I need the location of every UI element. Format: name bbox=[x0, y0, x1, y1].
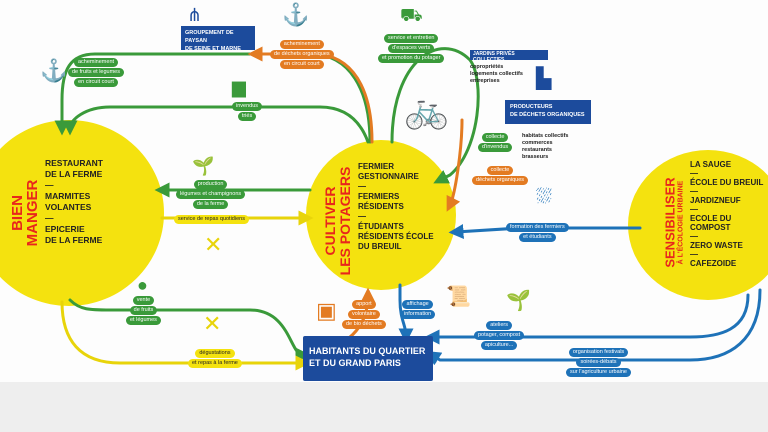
flow-yellow-degustations bbox=[60, 300, 311, 371]
circle-cultiver bbox=[306, 140, 456, 290]
flow-orange-collecte bbox=[446, 118, 464, 212]
anchor-icon: ⚓ bbox=[40, 58, 68, 83]
hand-sprout-icon: 🌱 bbox=[506, 290, 531, 312]
label-service-repas: service de repas quotidiens bbox=[174, 215, 249, 224]
flow-blue-festivals bbox=[425, 288, 762, 366]
flow-green-invendus bbox=[62, 105, 370, 144]
sensibiliser-actors: LA SAUGE—ÉCOLE DU BREUIL—JARDIZNEUF—ECOL… bbox=[690, 160, 764, 268]
flow-blue-affichage bbox=[398, 283, 414, 344]
scroll-icon: 📜 bbox=[446, 286, 471, 308]
gardener-watering-icon: ⛆ bbox=[536, 186, 552, 208]
flow-blue-ateliers bbox=[424, 293, 750, 345]
sprout-mushroom-icon: 🌱 bbox=[192, 156, 215, 176]
city-plant-icon: ▙ bbox=[536, 68, 552, 90]
cargo-bike-icon: 🚲 bbox=[404, 89, 449, 130]
fork-knife-icon: ✕ bbox=[203, 311, 222, 336]
apple-icon: ● bbox=[137, 275, 148, 295]
flow-green-loop bbox=[390, 47, 480, 184]
compost-bin-icon: ▣ bbox=[316, 298, 337, 323]
pitchfork-icon: ⋔ bbox=[187, 5, 203, 25]
flow-green-vente bbox=[68, 298, 311, 363]
fork-spoon-icon: ✕ bbox=[204, 232, 223, 257]
wheelbarrow-icon: ⛟ bbox=[400, 5, 423, 25]
basket-icon: ▆ bbox=[232, 77, 246, 97]
circle-bien-manger bbox=[0, 120, 164, 306]
circle-sensibiliser bbox=[628, 150, 768, 300]
anchor-icon: ⚓ bbox=[282, 2, 310, 27]
bottom-band bbox=[0, 382, 768, 432]
box-jardins: JARDINS PRIVÉS COLLECTIFS bbox=[470, 50, 548, 63]
